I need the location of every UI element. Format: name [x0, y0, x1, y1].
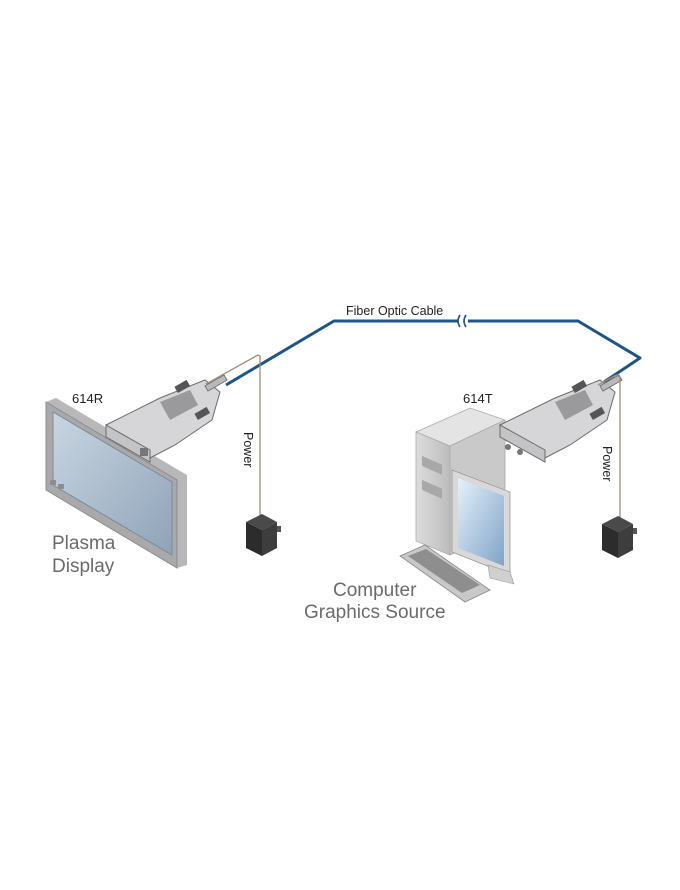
receiver-label: 614R [72, 391, 103, 406]
transmitter-module-614t [499, 374, 623, 463]
source-label-line2: Graphics Source [304, 602, 446, 623]
receiver-module-614r [105, 374, 228, 463]
display-label-line1: Plasma [52, 533, 116, 554]
power-supply-left [246, 514, 281, 556]
power-label-right: Power [600, 446, 614, 481]
display-label-line2: Display [52, 556, 115, 577]
fiber-optic-cable [225, 319, 642, 387]
transmitter-label: 614T [463, 391, 493, 406]
power-cord-right [597, 374, 621, 520]
source-label-line1: Computer [333, 580, 417, 601]
cable-break-icon [457, 314, 467, 328]
computer [399, 407, 515, 603]
plasma-display [45, 398, 187, 569]
power-supply-right [602, 516, 637, 558]
power-cord-left [205, 354, 261, 520]
cable-label: Fiber Optic Cable [346, 304, 443, 318]
power-label-left: Power [241, 432, 255, 467]
